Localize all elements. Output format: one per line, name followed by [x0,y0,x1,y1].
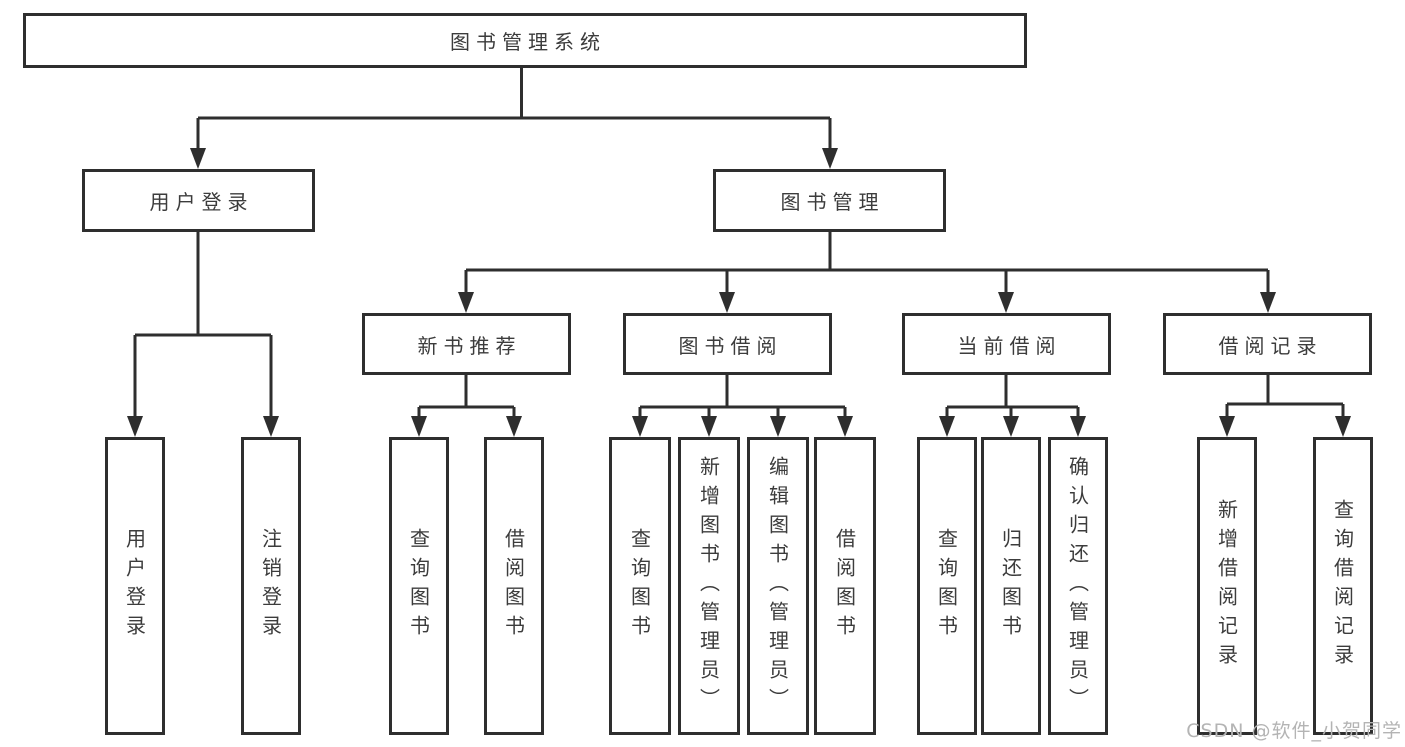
connector-root-to-level2 [190,68,838,169]
node-book-management: 图书管理 [713,169,946,232]
leaf-cb-query-books: 查询图书 [917,437,977,735]
connector-new-book-to-leaves [411,375,522,437]
leaf-nb-query-books: 查询图书 [389,437,449,735]
node-new-book-recommendation: 新书推荐 [362,313,571,375]
leaf-br-query-record: 查询借阅记录 [1313,437,1373,735]
leaf-user-login: 用户登录 [105,437,165,735]
leaf-cb-confirm-return-admin: 确认归还（管理员） [1048,437,1108,735]
node-current-borrowing: 当前借阅 [902,313,1111,375]
node-root-system: 图书管理系统 [23,13,1027,68]
node-user-login: 用户登录 [82,169,315,232]
node-book-borrowing: 图书借阅 [623,313,832,375]
leaf-nb-borrow-books: 借阅图书 [484,437,544,735]
connector-borrow-records-to-leaves [1219,375,1351,437]
leaf-br-add-record: 新增借阅记录 [1197,437,1257,735]
node-borrowing-records: 借阅记录 [1163,313,1372,375]
leaf-bb-query-books: 查询图书 [609,437,671,735]
connector-current-borrow-to-leaves [939,375,1086,437]
leaf-cb-return-books: 归还图书 [981,437,1041,735]
connector-book-borrow-to-leaves [632,375,853,437]
leaf-bb-edit-books-admin: 编辑图书（管理员） [747,437,809,735]
leaf-bb-borrow-books: 借阅图书 [814,437,876,735]
connector-user-login-to-leaves [127,232,279,437]
leaf-logout: 注销登录 [241,437,301,735]
leaf-bb-add-books-admin: 新增图书（管理员） [678,437,740,735]
csdn-watermark: CSDN @软件_小贺同学 [1186,720,1402,742]
connector-book-management-to-level3 [458,232,1276,313]
